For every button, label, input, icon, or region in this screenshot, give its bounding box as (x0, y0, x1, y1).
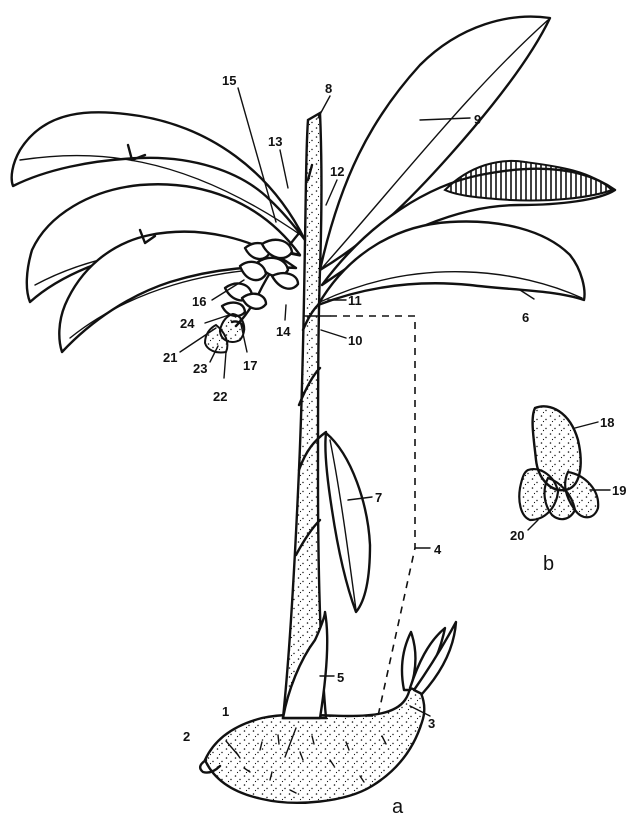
panel-label-a: a (392, 796, 404, 818)
leaves-right (318, 17, 615, 305)
label-18: 18 (600, 415, 614, 430)
label-15: 15 (222, 73, 236, 88)
label-10: 10 (348, 333, 362, 348)
label-13: 13 (268, 134, 282, 149)
label-4: 4 (434, 542, 442, 557)
label-1: 1 (222, 704, 229, 719)
sucker (402, 622, 456, 694)
label-19: 19 (612, 483, 626, 498)
label-2: 2 (183, 729, 190, 744)
label-17: 17 (243, 358, 257, 373)
label-22: 22 (213, 389, 227, 404)
label-6: 6 (522, 310, 529, 325)
label-20: 20 (510, 528, 524, 543)
label-21: 21 (163, 350, 177, 365)
label-8: 8 (325, 81, 332, 96)
label-5: 5 (337, 670, 344, 685)
label-11: 11 (348, 293, 362, 308)
label-9: 9 (474, 112, 481, 127)
leaves-left (12, 112, 305, 352)
label-24: 24 (180, 316, 195, 331)
leaf-7 (325, 433, 370, 612)
male-flower-detail (519, 406, 598, 520)
panel-label-b: b (543, 553, 554, 575)
label-12: 12 (330, 164, 344, 179)
label-7: 7 (375, 490, 382, 505)
label-3: 3 (428, 716, 435, 731)
label-14: 14 (276, 324, 291, 339)
label-23: 23 (193, 361, 207, 376)
label-16: 16 (192, 294, 206, 309)
